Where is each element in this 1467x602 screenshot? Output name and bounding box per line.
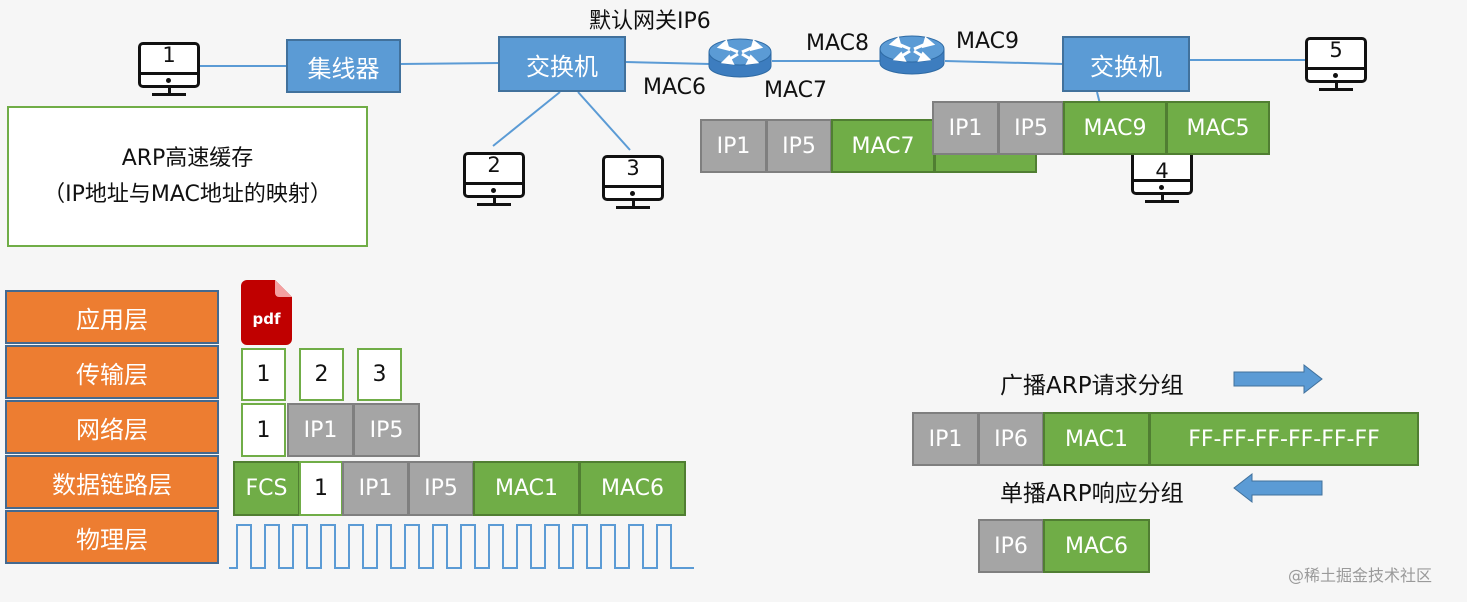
packet-data: 1 [241,403,286,457]
frame-src-ip: IP1 [342,461,409,516]
switch-left-label: 交换机 [526,52,598,81]
layer-application: 应用层 [5,290,219,344]
switch-right-label: 交换机 [1090,52,1162,81]
layer-datalink: 数据链路层 [5,455,219,509]
watermark: @稀土掘金技术社区 [1288,566,1433,585]
transport-segment: 3 [357,348,402,401]
frame-field-src-ip: IP1 [932,101,999,155]
frame-fcs: FCS [233,461,300,516]
router-icon-1 [708,38,772,78]
arp-req-dst-mac: FF-FF-FF-FF-FF-FF [1149,412,1419,466]
frame-dst-mac: MAC6 [579,461,686,516]
host-number: 1 [162,43,176,67]
host-3: 3 [602,155,664,211]
arp-req-src-mac: MAC1 [1043,412,1150,466]
arp-reply-label: 单播ARP响应分组 [1000,481,1184,507]
mac8-label: MAC8 [806,31,870,56]
frame-field-dst-ip: IP5 [998,101,1064,155]
arp-reply-ip: IP6 [978,519,1044,573]
frame-field-src-ip: IP1 [700,119,767,173]
router-icon-2 [879,35,945,75]
host-1: 1 [138,42,200,98]
link-hub-switch [399,62,501,65]
arp-req-dst-ip: IP6 [978,412,1044,466]
gateway-label: 默认网关IP6 [589,9,711,34]
mac9-label: MAC9 [956,29,1020,54]
layer-transport: 传输层 [5,345,219,399]
frame-src-mac: MAC1 [473,461,580,516]
host-number: 3 [626,156,640,180]
host-2: 2 [463,152,525,208]
frame-data: 1 [299,461,343,516]
host-4: 4 [1131,149,1193,205]
host-number: 5 [1329,38,1343,62]
frame-field-dst-mac: MAC5 [1166,101,1270,155]
link-switch-router1 [625,61,711,65]
layer-physical: 物理层 [5,510,219,564]
switch-left: 交换机 [498,36,626,92]
transport-segment: 2 [299,348,344,401]
frame-field-src-mac: MAC7 [831,119,935,173]
host-5: 5 [1305,37,1367,93]
pdf-label: pdf [252,310,281,328]
frame-dst-ip: IP5 [408,461,474,516]
packet-dst-ip: IP5 [353,403,420,457]
mac7-label: MAC7 [764,78,828,103]
link-router2-switch2 [944,60,1064,65]
arp-request-label: 广播ARP请求分组 [1000,373,1184,399]
host-number: 4 [1155,159,1169,183]
arp-cache-subtitle: （IP地址与MAC地址的映射） [43,181,332,207]
pdf-file-icon: pdf [241,280,292,345]
packet-src-ip: IP1 [287,403,354,457]
mac6-label: MAC6 [643,75,707,100]
arp-cache-title: ARP高速缓存 [121,145,254,171]
arrow-right-icon [1233,363,1323,395]
link-switch-host3 [577,91,631,151]
switch-right: 交换机 [1062,36,1190,92]
hub: 集线器 [286,39,401,93]
host-number: 2 [487,153,501,177]
arp-req-src-ip: IP1 [912,412,979,466]
arrow-left-icon [1233,472,1323,504]
arp-cache-box: ARP高速缓存 （IP地址与MAC地址的映射） [7,106,368,247]
layer-network: 网络层 [5,400,219,454]
frame-field-src-mac: MAC9 [1063,101,1167,155]
transport-segment: 1 [241,348,286,401]
physical-signal-wave [229,524,694,569]
link-switch-host2 [492,91,561,147]
frame-field-dst-ip: IP5 [766,119,832,173]
arp-reply-mac: MAC6 [1043,519,1150,573]
hub-label: 集线器 [307,54,380,83]
